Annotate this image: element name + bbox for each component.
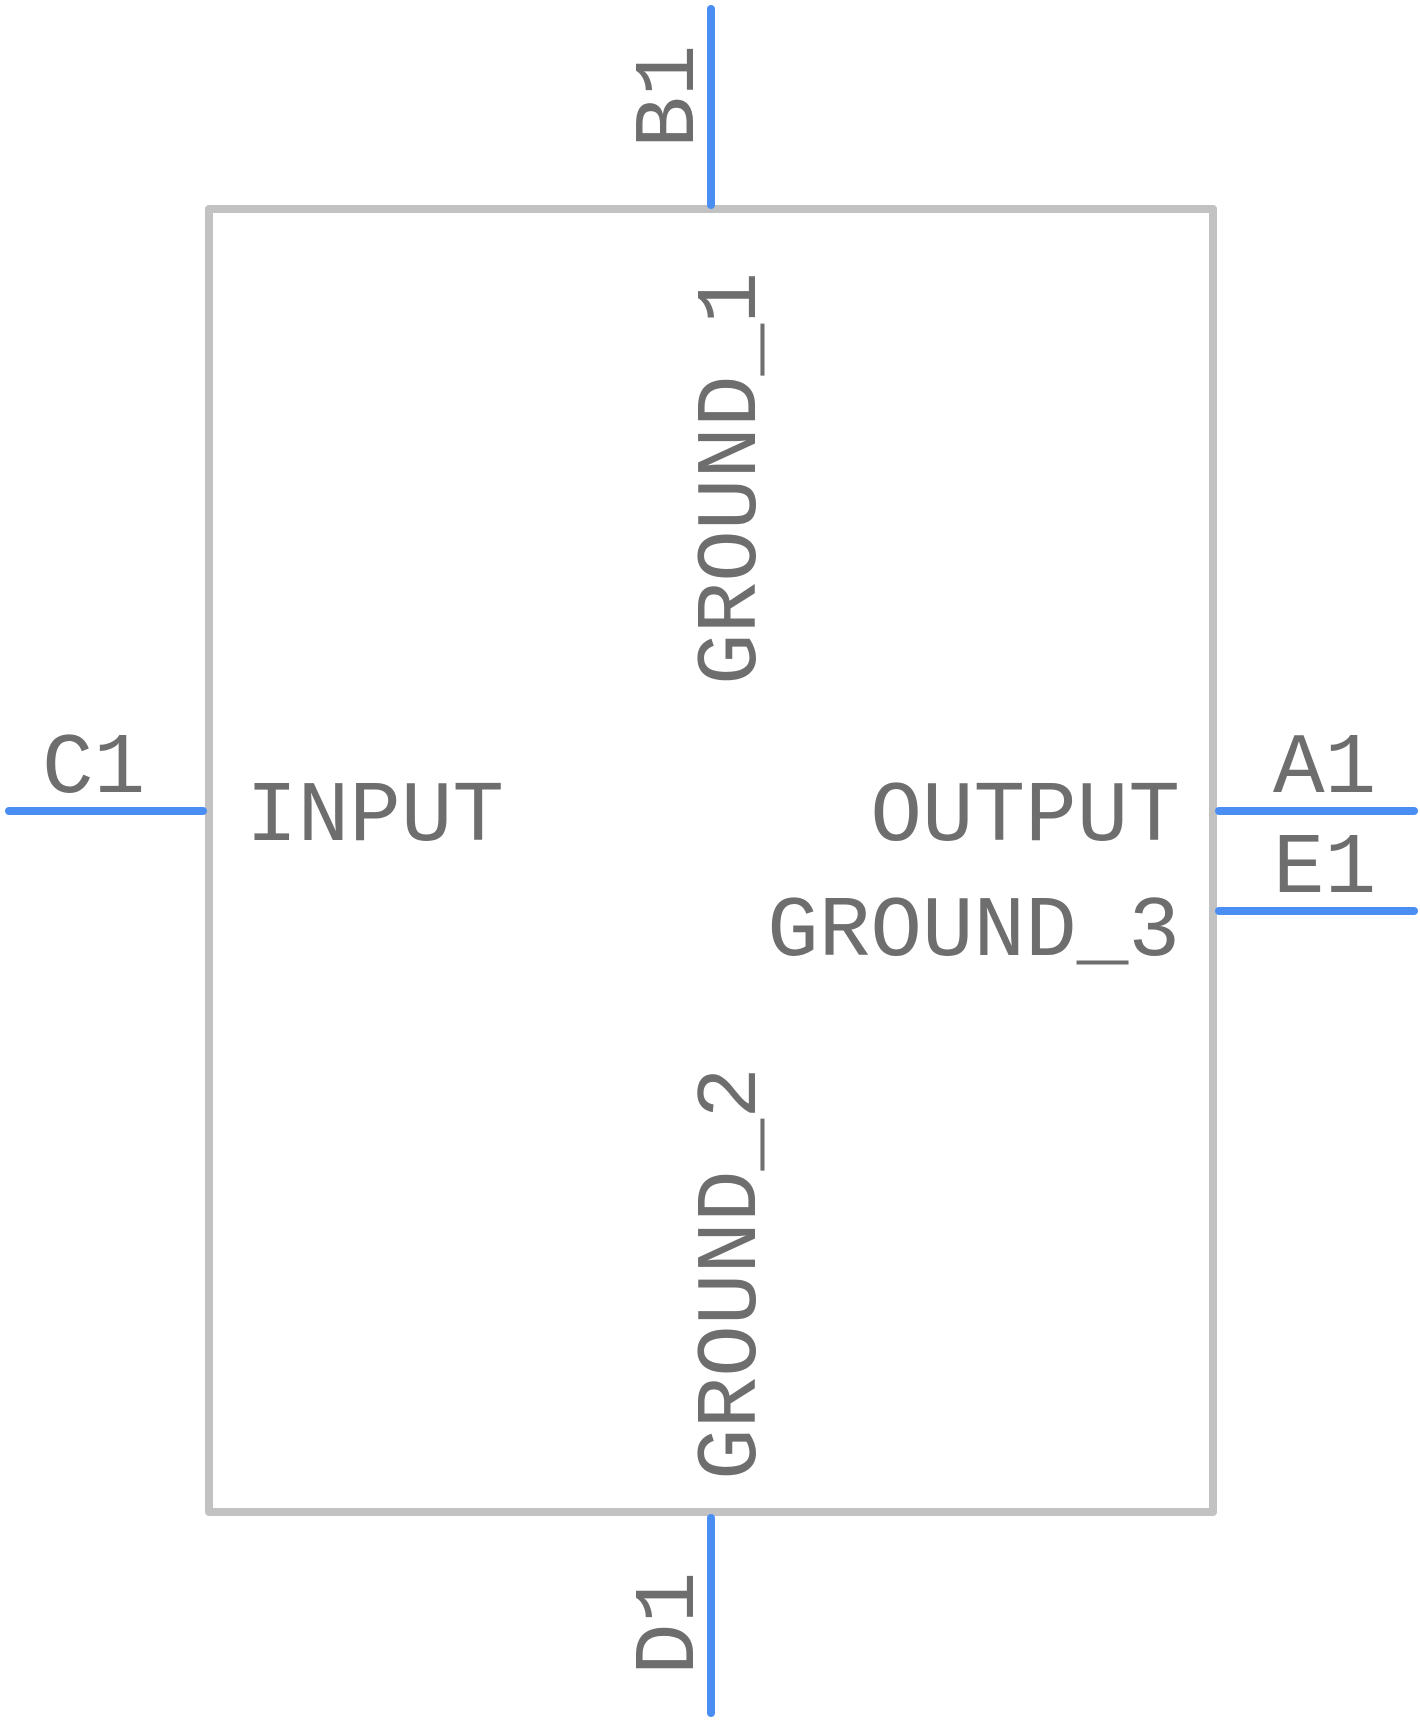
pin-e1-number: E1: [1273, 820, 1376, 918]
pin-b1-number: B1: [621, 45, 719, 148]
signal-ground-1-label: GROUND_1: [683, 272, 781, 685]
signal-input-label: INPUT: [246, 768, 504, 866]
signal-ground-2-label: GROUND_2: [683, 1067, 781, 1480]
pin-d1-number: D1: [621, 1572, 719, 1675]
pin-a1-number: A1: [1273, 720, 1376, 818]
signal-ground-3-label: GROUND_3: [767, 883, 1180, 981]
pin-c1-number: C1: [42, 720, 145, 818]
signal-output-label: OUTPUT: [870, 768, 1180, 866]
